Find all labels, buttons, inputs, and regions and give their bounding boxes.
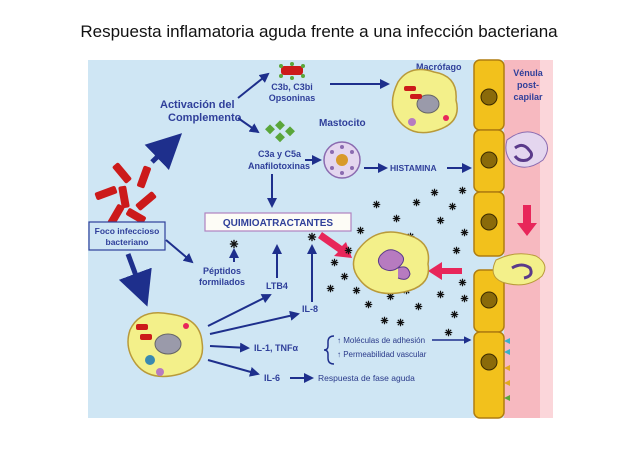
- focus-box: [88, 221, 166, 251]
- focus-label-2: bacteriano: [106, 237, 149, 247]
- bacteria-cluster: [94, 162, 157, 226]
- macrophage-top: [391, 68, 458, 134]
- migration-arrow: [428, 262, 462, 280]
- permeability-label: ↑ Permeabilidad vascular: [337, 350, 427, 359]
- endothelium: [473, 59, 512, 419]
- peptides-label-2: formilados: [199, 277, 245, 287]
- brace: [323, 335, 335, 365]
- neutrophil-migrating: [352, 231, 430, 295]
- arrow-to-macrophage: [118, 253, 152, 307]
- diapedesis-arrow: [517, 205, 537, 236]
- arrow-to-il1: [209, 342, 250, 353]
- il6-label: IL-6: [264, 373, 280, 383]
- focus-label-1: Foco infeccioso: [95, 226, 160, 236]
- arrow-to-ltb4: [207, 294, 272, 327]
- histamine-label: HISTAMINA: [390, 163, 437, 173]
- chemoattractants-box: [204, 212, 352, 232]
- anaphylatoxins-label-2: Anafilotoxinas: [248, 161, 310, 171]
- mast-cell-label: Mastocito: [319, 118, 366, 129]
- adhesion-label: ↑ Moléculas de adhesión: [337, 336, 425, 345]
- arrow-to-opsonins: [237, 72, 270, 99]
- leukocyte-adhering: [492, 253, 546, 286]
- venule-label-2: post-: [517, 80, 539, 90]
- opsonized-bacterium: [279, 62, 305, 80]
- opsonins-label-1: C3b, C3bi: [271, 82, 313, 92]
- arrow-to-anaphylatoxins: [237, 117, 260, 134]
- complement-label-1: Activación del: [160, 99, 235, 111]
- arrow-to-peptides: [165, 239, 194, 264]
- il8-label: IL-8: [302, 304, 318, 314]
- arrow-to-il6: [207, 359, 260, 377]
- venule-label-1: Vénula: [513, 68, 544, 78]
- venule-label-3: capilar: [513, 92, 543, 102]
- macrophage-label: Macrófago: [416, 62, 462, 72]
- diagram-title: Respuesta inflamatoria aguda frente a un…: [80, 22, 558, 41]
- arrow-to-il8: [209, 310, 300, 335]
- anaphylatoxins-label-1: C3a y C5a: [258, 149, 302, 159]
- mast-cell: [323, 141, 361, 179]
- opsonins-label-2: Opsoninas: [269, 93, 316, 103]
- ltb4-label: LTB4: [266, 281, 288, 291]
- chemotaxis-arrow: [318, 232, 352, 258]
- il1-tnf-label: IL-1, TNFα: [254, 343, 298, 353]
- leukocyte-rolling: [505, 131, 548, 168]
- macrophage-bottom: [127, 312, 204, 378]
- chemoattractants-label: QUIMIOATRACTANTES: [223, 218, 334, 229]
- arrow-to-complement: [144, 133, 183, 171]
- peptides-label-1: Péptidos: [203, 266, 241, 276]
- acute-phase-label: Respuesta de fase aguda: [318, 373, 415, 383]
- complement-label-2: Complemento: [168, 112, 242, 124]
